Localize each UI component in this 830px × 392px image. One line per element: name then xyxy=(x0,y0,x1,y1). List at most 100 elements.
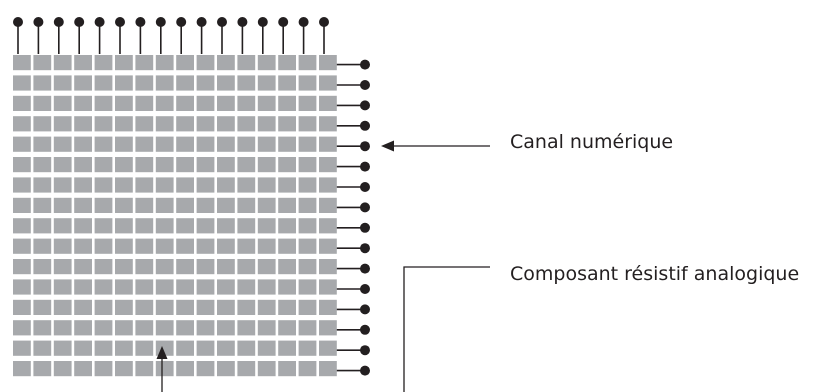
resistive-cell xyxy=(257,95,276,111)
resistive-cell xyxy=(94,361,113,377)
right-pin xyxy=(336,243,370,254)
resistive-cell xyxy=(155,361,174,377)
top-pin-dot xyxy=(217,17,227,27)
resistive-cell xyxy=(298,361,317,377)
resistive-cell xyxy=(74,218,92,234)
resistive-cell xyxy=(298,340,317,356)
top-pin xyxy=(155,17,166,54)
top-pin xyxy=(257,17,268,54)
resistive-cell xyxy=(115,299,133,315)
resistive-cell xyxy=(196,340,215,356)
resistive-cell xyxy=(155,320,174,336)
resistive-cell xyxy=(135,320,154,336)
top-pin xyxy=(13,17,23,54)
resistive-cell xyxy=(196,299,215,315)
right-pin xyxy=(336,100,370,111)
resistive-cell xyxy=(74,95,92,111)
resistive-cell xyxy=(74,136,92,152)
resistive-cell xyxy=(33,55,52,71)
resistive-cell xyxy=(196,55,215,71)
resistive-cell xyxy=(257,320,276,336)
right-pin-dot xyxy=(360,141,370,152)
resistive-cell xyxy=(319,299,337,315)
resistive-cell xyxy=(74,279,92,295)
right-pin-dot xyxy=(360,182,370,192)
top-pin-dot xyxy=(74,17,85,27)
resistive-cell xyxy=(53,218,72,234)
grid-cell-arrowhead xyxy=(156,346,168,359)
resistive-cell xyxy=(176,238,194,254)
resistive-cell xyxy=(257,361,276,377)
resistive-cell xyxy=(53,55,72,71)
resistive-cell xyxy=(278,259,296,275)
resistive-cell xyxy=(217,259,235,275)
resistive-cell xyxy=(115,320,133,336)
resistive-cell xyxy=(176,95,194,111)
resistive-cell xyxy=(74,157,92,173)
resistive-cell xyxy=(115,218,133,234)
resistive-cell xyxy=(115,259,133,275)
resistive-cell xyxy=(135,95,154,111)
resistive-cell xyxy=(53,340,72,356)
resistive-cell xyxy=(33,299,52,315)
resistive-cell xyxy=(53,136,72,152)
resistive-cell xyxy=(135,259,154,275)
right-pin-dot xyxy=(360,202,370,213)
resistive-cell xyxy=(115,136,133,152)
top-pin xyxy=(176,17,187,54)
resistive-cell xyxy=(115,279,133,295)
resistive-cell xyxy=(53,259,72,275)
resistive-cell xyxy=(94,320,113,336)
top-pin-row xyxy=(13,17,329,54)
top-pin xyxy=(53,17,64,54)
resistive-cell xyxy=(155,218,174,234)
resistive-cell xyxy=(278,320,296,336)
resistive-cell xyxy=(237,136,256,152)
resistive-cell xyxy=(53,238,72,254)
resistive-cell xyxy=(33,157,52,173)
top-pin-dot xyxy=(257,17,268,27)
resistive-cell xyxy=(176,177,194,193)
resistive-cell xyxy=(196,259,215,275)
top-pin xyxy=(278,17,289,54)
resistive-cell xyxy=(217,157,235,173)
right-pin-dot xyxy=(360,304,370,315)
resistive-cell xyxy=(319,361,337,377)
resistive-cell xyxy=(257,279,276,295)
resistive-cell xyxy=(94,238,113,254)
label-canal-numerique: Canal numérique xyxy=(510,131,674,153)
resistive-cell xyxy=(94,259,113,275)
resistive-cell xyxy=(217,116,235,132)
resistive-cell xyxy=(33,361,52,377)
resistive-cell xyxy=(278,279,296,295)
resistive-cell xyxy=(278,299,296,315)
resistive-cell xyxy=(33,136,52,152)
resistive-cell xyxy=(74,299,92,315)
resistive-cell xyxy=(319,116,337,132)
resistive-cell xyxy=(176,55,194,71)
right-pin xyxy=(336,141,370,152)
resistive-cell xyxy=(135,197,154,213)
resistive-cell xyxy=(319,238,337,254)
resistive-cell xyxy=(217,320,235,336)
resistive-cell xyxy=(155,75,174,91)
resistive-cell xyxy=(298,320,317,336)
resistive-cell xyxy=(94,218,113,234)
resistive-cell xyxy=(196,197,215,213)
resistive-cell xyxy=(319,197,337,213)
resistive-cell xyxy=(176,320,194,336)
resistive-cell xyxy=(33,340,52,356)
resistive-cell xyxy=(33,177,52,193)
resistive-cell xyxy=(74,238,92,254)
top-pin-dot xyxy=(94,17,105,27)
resistive-cell xyxy=(155,177,174,193)
right-pin-dot xyxy=(360,284,370,294)
resistive-cell xyxy=(53,177,72,193)
resistive-cell xyxy=(33,75,52,91)
resistive-cell xyxy=(94,136,113,152)
top-pin xyxy=(196,17,207,54)
resistive-cell xyxy=(13,299,31,315)
resistive-cell xyxy=(33,259,52,275)
resistive-cell xyxy=(298,279,317,295)
